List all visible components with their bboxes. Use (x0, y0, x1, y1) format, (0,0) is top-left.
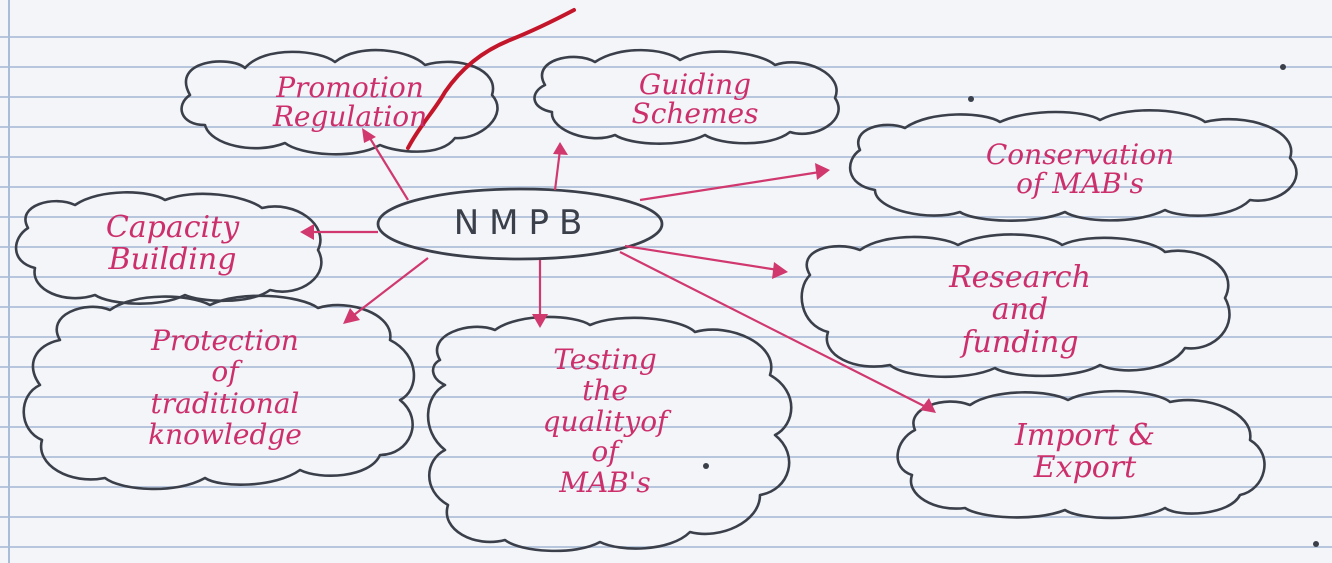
node-testing-line-3: qualityof (542, 404, 668, 438)
node-research-line-2: and (991, 292, 1049, 328)
cloud-capacity (14, 191, 323, 305)
center-label: NMPB (453, 203, 593, 243)
node-guiding-line-2: Schemes (631, 97, 759, 131)
pencil-dot (703, 463, 709, 469)
node-testing-line-2: the (582, 373, 628, 407)
node-capacity-line-2: Building (108, 241, 237, 277)
node-research-line-1: Research (949, 260, 1091, 295)
arrow-import (619, 251, 929, 409)
pencil-dot (1280, 64, 1286, 70)
cloud-import (896, 389, 1266, 520)
node-guiding: Guiding Schemes (560, 70, 830, 129)
node-capacity: Capacity Building (40, 212, 305, 275)
node-research: Research and funding (830, 260, 1210, 360)
arrow-guiding (553, 149, 562, 191)
cloud-protection (22, 294, 416, 491)
node-conservation: Conservation of MAB's (875, 140, 1285, 199)
cloud-research (800, 233, 1231, 379)
arrow-research (624, 244, 779, 272)
node-testing-line-5: MAB's (559, 466, 651, 500)
center-ellipse (376, 187, 664, 261)
pencil-dot (1313, 541, 1319, 547)
cloud-promotion (180, 48, 499, 156)
node-promotion-line-2: Regulation (272, 100, 428, 134)
node-protection-line-4: knowledge (148, 418, 302, 452)
node-conservation-line-1: Conservation (985, 138, 1175, 171)
red-scribble-mark (406, 8, 576, 150)
node-import-line-1: Import & (1014, 418, 1156, 453)
node-import: Import & Export (925, 420, 1245, 483)
node-promotion-line-1: Promotion (276, 71, 424, 104)
node-protection-line-1: Protection (151, 324, 299, 357)
arrow-protection (349, 257, 429, 319)
node-protection-line-3: traditional (150, 386, 300, 420)
node-research-line-3: funding (961, 324, 1079, 360)
node-testing-line-4: of (591, 435, 619, 469)
pencil-dot (968, 96, 974, 102)
node-guiding-line-1: Guiding (638, 68, 752, 101)
node-promotion: Promotion Regulation (200, 73, 500, 132)
arrow-conservation (639, 170, 821, 202)
node-protection: Protection of traditional knowledge (50, 324, 400, 452)
arrow-promotion (367, 134, 409, 201)
node-protection-line-2: of (211, 355, 239, 389)
margin-line (8, 0, 10, 563)
node-capacity-line-1: Capacity (105, 210, 240, 245)
node-testing: Testing the qualityof of MAB's (445, 343, 765, 500)
cloud-conservation (848, 109, 1298, 222)
node-import-line-2: Export (1033, 449, 1137, 485)
cloud-testing (426, 315, 793, 553)
node-conservation-line-2: of MAB's (1016, 167, 1144, 201)
cloud-guiding (533, 48, 840, 145)
node-testing-line-1: Testing (553, 343, 657, 376)
